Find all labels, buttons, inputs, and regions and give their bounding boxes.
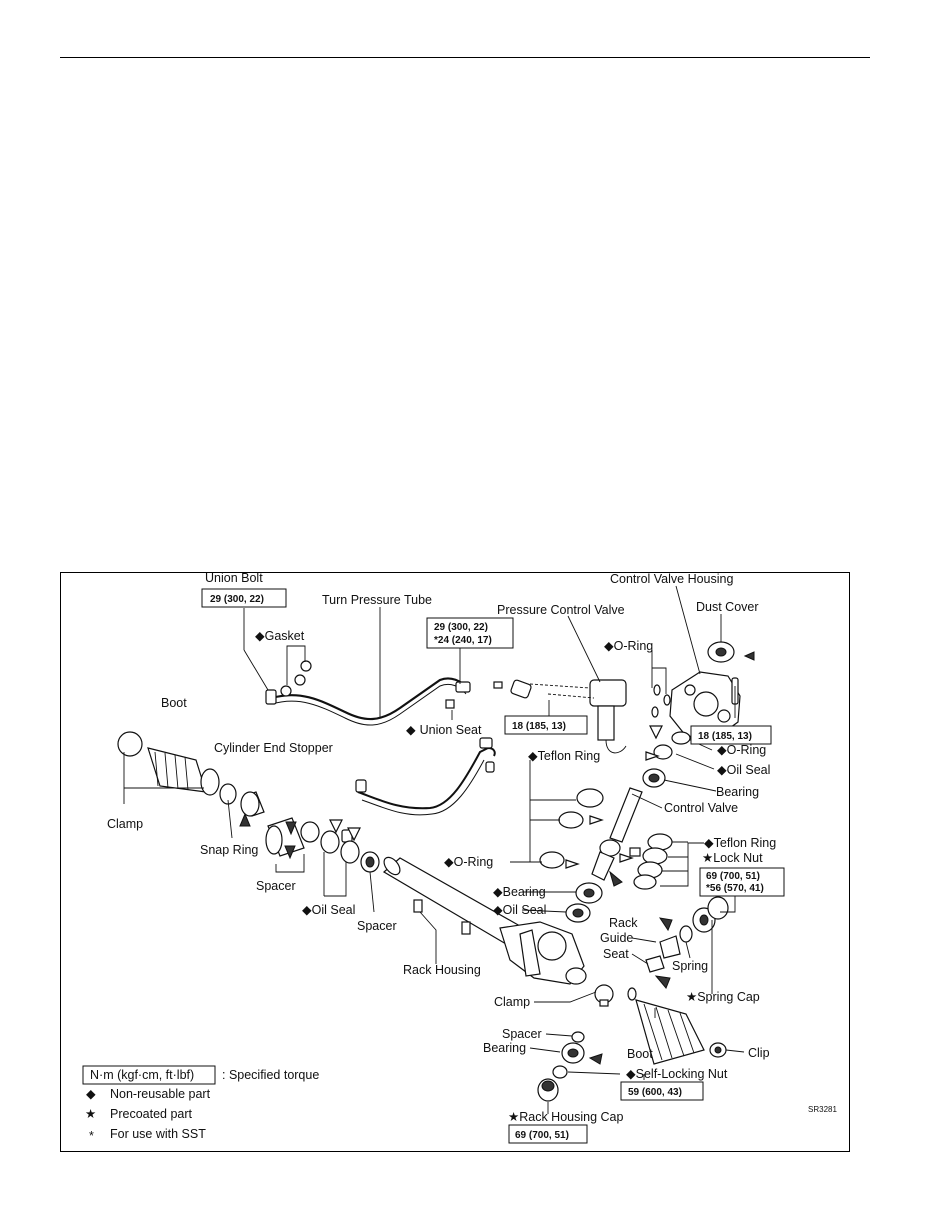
legend-torque-desc: : Specified torque <box>222 1068 319 1082</box>
label-lock-nut: ★Lock Nut <box>702 851 763 865</box>
svg-text:18 (185, 13): 18 (185, 13) <box>512 721 566 732</box>
torque-box-pcv: 18 (185, 13) <box>504 715 588 735</box>
label-gasket: ◆Gasket <box>255 629 305 643</box>
label-union-bolt: Union Bolt <box>205 571 263 585</box>
tube-fitting <box>341 681 495 843</box>
label-snap-ring: Snap Ring <box>200 843 258 857</box>
figure-code: SR3281 <box>808 1105 837 1114</box>
label-spacer-mid: Spacer <box>357 919 397 933</box>
torque-box-lock-nut: 69 (700, 51) *56 (570, 41) <box>699 867 785 897</box>
legend-sst-symbol: * <box>89 1129 94 1143</box>
header-rule <box>60 57 870 58</box>
svg-text:29 (300, 22): 29 (300, 22) <box>434 622 488 633</box>
teflon-rings-top <box>539 788 604 869</box>
legend-non-reusable: Non-reusable part <box>110 1087 211 1101</box>
label-clamp-right: Clamp <box>494 995 530 1009</box>
label-oil-seal-left: ◆Oil Seal <box>302 903 355 917</box>
torque-box-union-bolt: 29 (300, 22) <box>201 588 287 608</box>
label-boot-right: Boot <box>627 1047 653 1061</box>
label-dust-cover: Dust Cover <box>696 600 759 614</box>
rack-housing-body <box>382 856 587 985</box>
label-cylinder-end-stopper: Cylinder End Stopper <box>214 741 333 755</box>
label-bearing-mid: ◆Bearing <box>493 885 546 899</box>
teflon-rings-right <box>629 833 673 890</box>
svg-text:69 (700, 51): 69 (700, 51) <box>515 1130 569 1141</box>
rack-end-parts <box>537 1031 585 1102</box>
label-rack-guide-line1: Rack <box>609 916 638 930</box>
label-oil-seal-mid: ◆Oil Seal <box>493 903 546 917</box>
control-valve-housing <box>669 671 741 739</box>
torque-box-tube-fitting: 29 (300, 22) *24 (240, 17) <box>426 617 514 649</box>
legend-precoated-symbol: ★ <box>85 1107 96 1121</box>
svg-text:29 (300, 22): 29 (300, 22) <box>210 594 264 605</box>
legend-sst: For use with SST <box>110 1127 206 1141</box>
union-bolt <box>265 660 312 705</box>
label-o-ring-top: ◆O-Ring <box>604 639 653 653</box>
label-oil-seal-right: ◆Oil Seal <box>717 763 770 777</box>
label-spring-cap: ★Spring Cap <box>686 990 760 1004</box>
lower-pressure-tube <box>357 746 496 816</box>
label-o-ring-mid: ◆O-Ring <box>444 855 493 869</box>
label-rack-housing-cap: ★Rack Housing Cap <box>508 1110 623 1124</box>
figure-frame <box>60 572 850 1152</box>
label-clip: Clip <box>748 1046 770 1060</box>
label-spring: Spring <box>672 959 708 973</box>
svg-text:59 (600, 43): 59 (600, 43) <box>628 1087 682 1098</box>
legend-torque-units: N·m (kgf·cm, ft·lbf) <box>90 1068 194 1082</box>
legend-torque-box <box>82 1065 216 1085</box>
cylinder-end-stopper <box>240 791 265 817</box>
legend-non-reusable-symbol: ◆ <box>86 1087 96 1101</box>
pressure-control-valve <box>493 679 627 754</box>
torque-box-rack-housing-cap: 69 (700, 51) <box>508 1124 588 1144</box>
svg-text:*56 (570, 41): *56 (570, 41) <box>706 883 764 894</box>
torque-box-self-locking-nut: 59 (600, 43) <box>620 1081 704 1101</box>
svg-text:*24 (240, 17): *24 (240, 17) <box>434 635 492 646</box>
boot-left <box>117 731 237 805</box>
o-ring-set-top <box>642 684 691 788</box>
label-teflon-ring-right: ◆Teflon Ring <box>704 836 776 850</box>
legend: N·m (kgf·cm, ft·lbf) : Specified torque … <box>82 1065 319 1143</box>
clamp-right <box>594 984 614 1007</box>
label-bearing-bottom: Bearing <box>483 1041 526 1055</box>
leader-lines <box>123 585 745 1114</box>
label-spacer-left: Spacer <box>256 879 296 893</box>
rack-guide-assembly <box>645 896 729 973</box>
label-spacer-bottom: Spacer <box>502 1027 542 1041</box>
label-bearing-top: Bearing <box>716 785 759 799</box>
turn-pressure-tube <box>271 677 469 726</box>
assembly-arrows <box>239 725 673 1065</box>
control-valve <box>591 787 643 881</box>
svg-text:18 (185, 13): 18 (185, 13) <box>698 731 752 742</box>
dust-cover <box>707 641 755 663</box>
label-control-valve: Control Valve <box>664 801 738 815</box>
spacers-left <box>265 817 380 873</box>
legend-precoated: Precoated part <box>110 1107 193 1121</box>
label-boot-left: Boot <box>161 696 187 710</box>
bearing-seal-mid <box>565 882 603 923</box>
svg-text:69 (700, 51): 69 (700, 51) <box>706 871 760 882</box>
label-rack-housing: Rack Housing <box>403 963 481 977</box>
boot-right <box>627 987 727 1065</box>
label-o-ring-right: ◆O-Ring <box>717 743 766 757</box>
label-clamp-left: Clamp <box>107 817 143 831</box>
label-union-seat: ◆Union Seat <box>406 723 482 737</box>
label-pressure-control-valve: Pressure Control Valve <box>497 603 625 617</box>
label-self-locking-nut: ◆Self-Locking Nut <box>626 1067 728 1081</box>
torque-box-cvh: 18 (185, 13) <box>690 725 772 745</box>
label-teflon-ring-top: ◆Teflon Ring <box>528 749 600 763</box>
label-control-valve-housing: Control Valve Housing <box>610 572 733 586</box>
label-rack-guide-line2: Guide <box>600 931 633 945</box>
union-seat <box>445 699 455 709</box>
label-seat: Seat <box>603 947 629 961</box>
label-turn-pressure-tube: Turn Pressure Tube <box>322 593 432 607</box>
